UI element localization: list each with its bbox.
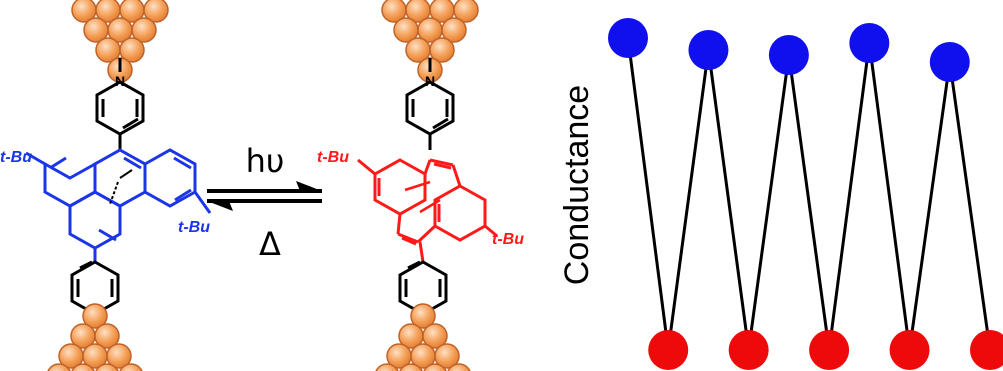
electrode-atom [119, 37, 145, 63]
electrode-atom [422, 323, 448, 349]
switching-segment [706, 49, 751, 351]
electrode-atom [399, 363, 423, 371]
left-dihydropyrene-core [25, 148, 212, 262]
electrode-atom [119, 363, 143, 371]
electrode-atom [423, 363, 447, 371]
forward-label: hυ [246, 142, 285, 180]
electrode-atom [94, 323, 120, 349]
right-cyclophanediene-core [357, 158, 498, 263]
switching-segment [787, 54, 831, 351]
electrode-atom [82, 303, 108, 329]
left-top-pyridine-n: N [115, 73, 125, 89]
right-top-electrode [381, 0, 479, 83]
low-conductance-point [648, 330, 689, 370]
electrode-atom [441, 17, 467, 43]
electrode-atom [375, 363, 399, 371]
reverse-label: Δ [259, 225, 281, 263]
reverse-arrowhead [207, 201, 233, 211]
electrode-atom [47, 363, 71, 371]
high-conductance-point [688, 30, 729, 70]
right-top-pyridine [405, 58, 455, 150]
equilibrium-arrows: hυ Δ [207, 142, 322, 263]
electrode-atom [434, 343, 460, 369]
high-conductance-point [849, 23, 890, 63]
electrode-atom [410, 303, 436, 329]
low-conductance-point [809, 330, 850, 370]
chart-lines [626, 37, 992, 351]
switching-segment [867, 42, 912, 351]
electrode-atom [106, 343, 132, 369]
left-bottom-electrode [47, 303, 143, 371]
high-conductance-point [608, 18, 648, 58]
left-tbu-left-label: t-Bu [0, 149, 32, 166]
right-bottom-electrode [375, 303, 471, 371]
left-tbu-right-label: t-Bu [178, 219, 210, 236]
switching-segment [948, 61, 992, 351]
switching-segment [666, 49, 710, 351]
right-top-pyridine-n: N [425, 73, 435, 89]
electrode-atom [447, 363, 471, 371]
high-conductance-point [768, 35, 809, 75]
electrode-atom [95, 363, 119, 371]
high-conductance-point [929, 42, 970, 82]
right-tbu-left-label: t-Bu [317, 149, 349, 166]
electrode-atom [143, 0, 169, 23]
switching-segment [626, 37, 670, 351]
chart-points [608, 18, 1003, 370]
low-conductance-point [970, 330, 1003, 370]
switching-segment [908, 61, 952, 351]
electrode-atom [131, 17, 157, 43]
forward-arrowhead [296, 181, 322, 191]
electrode-atom [71, 363, 95, 371]
electrode-atom [453, 0, 479, 23]
electrode-atom [429, 37, 455, 63]
chart-ylabel: Conductance [558, 85, 596, 285]
switching-segment [827, 42, 871, 351]
left-molecule: N t-Bu t-Bu N [0, 0, 212, 371]
left-top-pyridine [95, 58, 145, 150]
low-conductance-point [728, 330, 769, 370]
conductance-chart: Conductance [558, 18, 1003, 370]
right-molecule: N t-Bu t-Bu [317, 0, 524, 371]
low-conductance-point [889, 330, 930, 370]
right-tbu-right-label: t-Bu [492, 231, 524, 248]
left-top-electrode [71, 0, 169, 83]
switching-segment [747, 54, 791, 351]
